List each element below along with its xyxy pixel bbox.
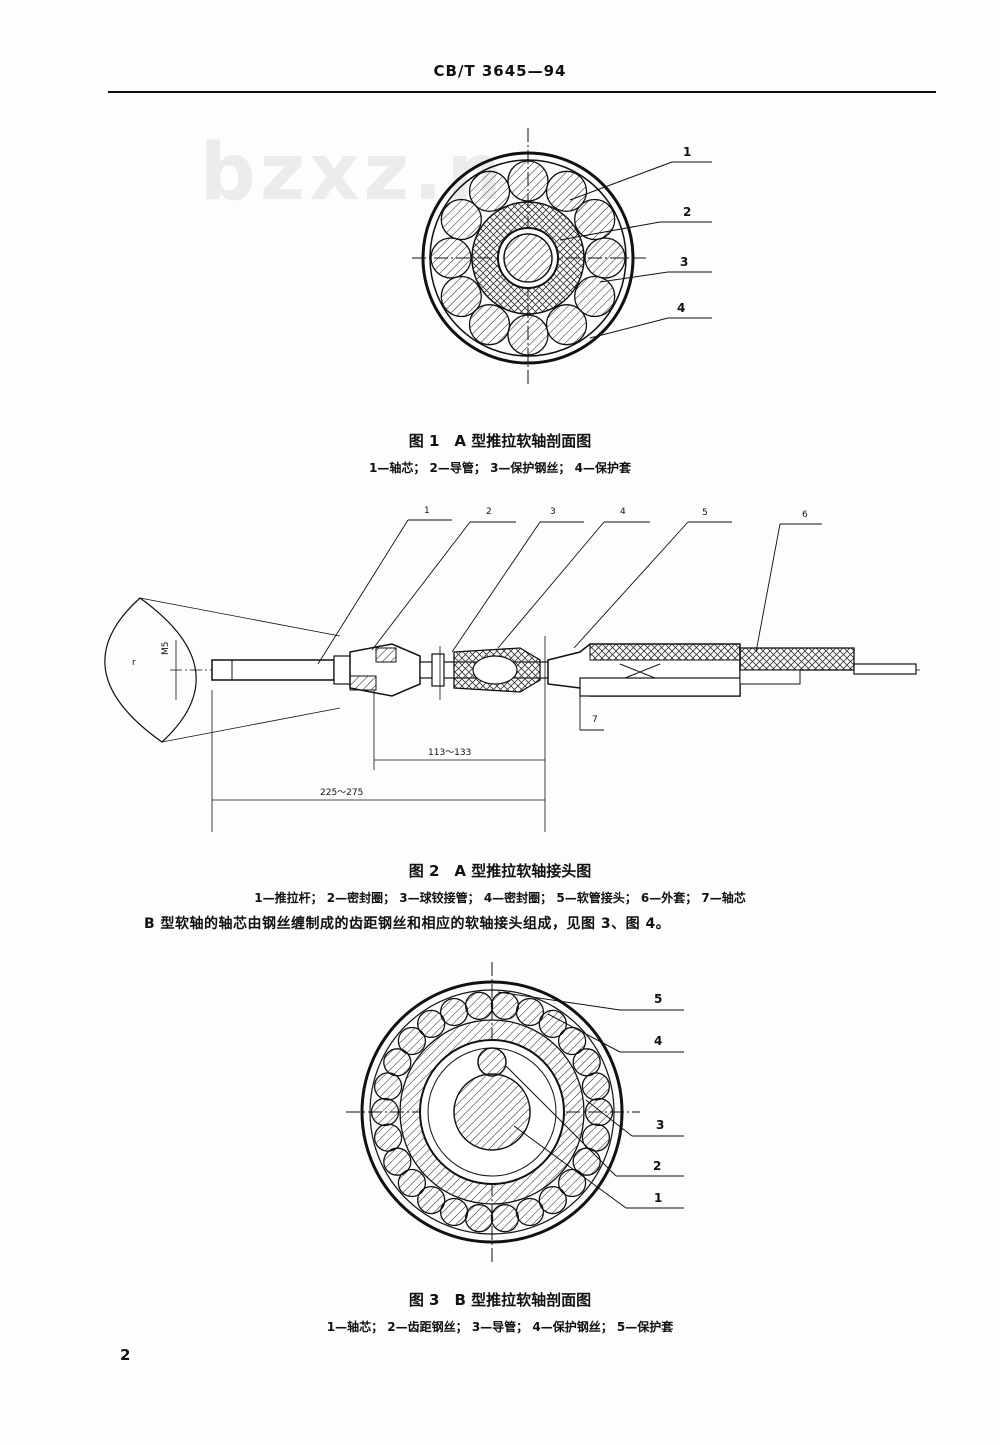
wire-strand [417,1185,446,1215]
body-paragraph: B 型软轴的轴芯由钢丝缠制成的齿距钢丝和相应的软轴接头组成，见图 3、图 4。 [144,916,671,932]
fig2-dim-long: 225～275 [320,788,363,798]
wire-strand [468,170,511,212]
fig2-callout-3: 3 [550,507,556,517]
wire-strand [417,1009,446,1039]
wire-strand [440,275,482,318]
wire-strand [574,198,616,241]
fig3-pitch-wire [477,1047,507,1077]
wire-strand [538,1185,567,1215]
fig2-push-rod [211,659,335,681]
wire-strand [507,314,549,356]
figure3-cross-section: 5 4 3 2 1 [346,962,684,1262]
fig1-protective-wires [430,160,626,356]
wire-strand [572,1048,601,1077]
fig1-callout-3: 3 [680,255,688,269]
figure2-legend: 1—推拉杆； 2—密封圈； 3—球铰接管； 4—密封圈； 5—软管接头； 6—外… [254,891,746,905]
fig2-callout-5: 5 [702,508,708,518]
fig2-callout-2: 2 [486,507,492,517]
figure3-title: 图 3 B 型推拉软轴剖面图 [408,1291,592,1309]
fig1-outer-sheath [421,151,635,365]
wire-strand [507,160,549,202]
fig3-protective-wires [370,991,614,1233]
fig1-callout-2: 2 [683,205,691,219]
wire-strand [439,1197,469,1227]
wire-strand [490,1204,520,1233]
fig3-callout-4: 4 [654,1034,662,1048]
wire-strand [383,1147,412,1176]
wire-strand [440,198,482,241]
wire-strand [373,1072,403,1101]
fig3-callout-2: 2 [653,1159,661,1173]
fig2-shaft-core [853,663,917,675]
fig2-callout-6: 6 [802,510,808,520]
wire-strand [430,237,472,279]
fig1-callout-1: 1 [683,145,691,159]
figure1-cross-section: 1 2 3 4 [412,128,712,384]
wire-strand [572,1147,601,1176]
fig3-sheath-inner [369,989,615,1235]
wire-strand [373,1123,403,1152]
wire-strand [383,1048,412,1077]
wire-strand [515,1197,545,1227]
wire-strand [574,275,616,318]
figure1-title: 图 1 A 型推拉软轴剖面图 [408,432,592,450]
wire-strand [557,1026,587,1056]
wire-strand [468,304,511,346]
wire-strand [464,991,494,1020]
wire-strand [557,1168,587,1198]
fig2-dim-short: 113～133 [428,748,471,758]
fig2-callout-4: 4 [620,507,626,517]
fig2-lens-mark: r [132,658,136,668]
fig3-callout-1: 1 [654,1191,662,1205]
wire-strand [439,997,469,1027]
fig1-callout-4: 4 [677,301,685,315]
fig3-shaft-core [453,1073,531,1151]
wire-strand [545,170,588,212]
header-rule [108,91,936,93]
fig2-outer-sleeve [739,647,855,671]
wire-strand [397,1168,427,1198]
standard-code-header: CB/T 3645—94 [433,62,567,80]
fig2-callout-7: 7 [592,715,598,725]
wire-strand [581,1072,611,1101]
fig2-thread-label: M5 [161,642,171,656]
wire-strand [490,991,520,1020]
wire-strand [545,304,588,346]
wire-strand [584,237,626,279]
figure2-title: 图 2 A 型推拉软轴接头图 [408,862,592,880]
fig2-callout-1: 1 [424,506,430,516]
fig3-callout-5: 5 [654,992,662,1006]
wire-strand [370,1097,400,1127]
fig3-callout-3: 3 [656,1118,664,1132]
fig1-shaft-core [503,233,553,283]
wire-strand [397,1026,427,1056]
fig1-sheath-inner [429,159,627,357]
figure2-joint-drawing: M5 r [104,506,920,832]
wire-strand [464,1204,494,1233]
figure1-legend: 1—轴芯； 2—导管； 3—保护钢丝； 4—保护套 [369,461,631,475]
fig3-outer-sheath [360,980,624,1244]
fig2-detail-lens [104,597,197,743]
wire-strand [515,997,545,1027]
figure3-legend: 1—轴芯； 2—齿距钢丝； 3—导管； 4—保护钢丝； 5—保护套 [326,1320,674,1334]
fig2-seal-2 [431,653,445,687]
page-number: 2 [120,1346,131,1364]
